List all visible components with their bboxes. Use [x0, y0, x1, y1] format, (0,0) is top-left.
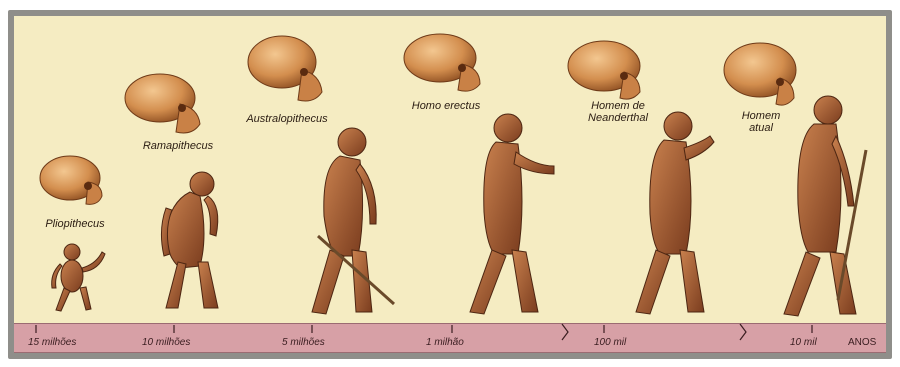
skull-neanderthal [568, 41, 640, 99]
skull-modern-human [724, 43, 796, 105]
label-ramapithecus: Ramapithecus [128, 140, 228, 152]
figure-pliopithecus [52, 244, 105, 311]
figure-australopithecus [312, 128, 394, 314]
label-modern-human: Homem atual [716, 110, 806, 134]
time-label-1-million: 1 milhão [426, 337, 464, 348]
label-pliopithecus: Pliopithecus [40, 218, 110, 230]
skull-australopithecus [248, 36, 322, 101]
skull-pliopithecus [40, 156, 102, 204]
skull-ramapithecus [125, 74, 200, 133]
time-label-5-million: 5 milhões [282, 337, 325, 348]
label-australopithecus: Australopithecus [232, 113, 342, 125]
figure-ramapithecus [161, 172, 218, 308]
time-label-10-thousand: 10 mil [790, 337, 817, 348]
label-homo-erectus: Homo erectus [396, 100, 496, 112]
time-label-100-thousand: 100 mil [594, 337, 626, 348]
timeline-unit-label: ANOS [848, 337, 876, 348]
time-label-15-million: 15 milhões [28, 337, 76, 348]
figure-neanderthal [636, 112, 714, 314]
label-neanderthal: Homem de Neanderthal [568, 100, 668, 124]
skull-homo-erectus [404, 34, 480, 91]
time-label-10-million: 10 milhões [142, 337, 190, 348]
figure-homo-erectus [470, 114, 554, 314]
